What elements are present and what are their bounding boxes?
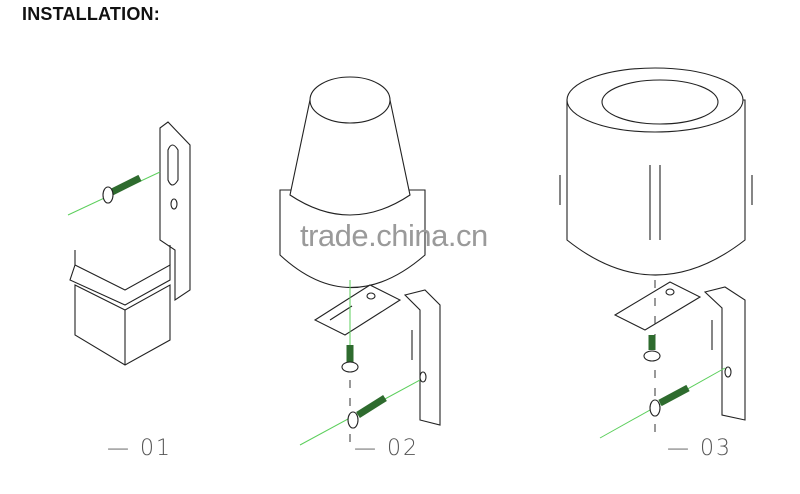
- sensor-cone: [279, 76, 426, 289]
- long-screw: [347, 395, 387, 429]
- small-screw: [643, 335, 661, 362]
- mount-bracket: [313, 284, 441, 426]
- step-label-01: — 01: [107, 436, 172, 461]
- sensor-box: [69, 245, 171, 366]
- page-title: INSTALLATION:: [22, 4, 160, 24]
- step-label-02: — 02: [354, 436, 419, 461]
- small-screw: [341, 345, 359, 373]
- step-label-03: — 03: [667, 436, 732, 461]
- step-3-illustration: [559, 67, 753, 440]
- watermark: trade.china.cn: [300, 218, 488, 253]
- mount-bracket: [613, 281, 746, 421]
- screw: [102, 174, 142, 204]
- step-2-illustration: [279, 76, 441, 446]
- long-screw: [649, 384, 690, 417]
- sensor-cylinder: [559, 67, 753, 276]
- wall-bracket: [159, 121, 191, 302]
- step-1-illustration: [67, 121, 191, 366]
